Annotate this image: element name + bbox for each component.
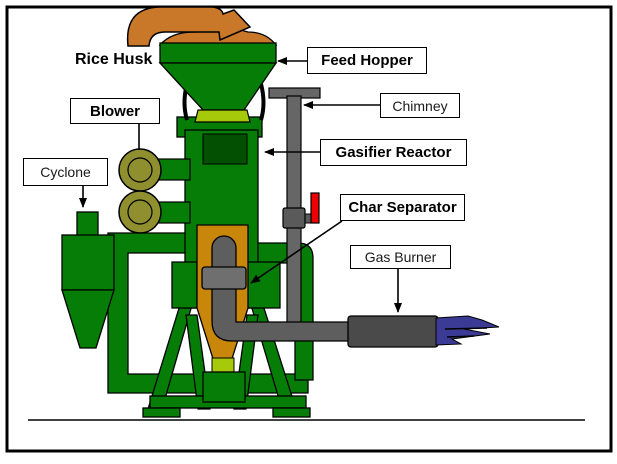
reactor-feed-chute xyxy=(202,133,248,165)
cyclone-cone xyxy=(61,289,115,349)
feed-flow-arrow-icon xyxy=(126,6,252,47)
valve-body xyxy=(282,207,306,229)
stand-foot-left xyxy=(142,407,181,418)
blower-bottom-inlet xyxy=(127,199,153,225)
blower-label: Blower xyxy=(70,98,160,124)
flame-streak-1 xyxy=(444,327,488,330)
cyclone-body xyxy=(61,234,115,291)
chimney-label: Chimney xyxy=(380,93,460,118)
char-separator-pointer xyxy=(250,220,343,284)
hopper-funnel xyxy=(158,62,278,111)
char-separator-label: Char Separator xyxy=(340,194,465,221)
gasifier-reactor-label: Gasifier Reactor xyxy=(320,139,467,166)
blower-top-inlet xyxy=(127,157,153,183)
feed-hopper-label: Feed Hopper xyxy=(307,47,427,74)
skirt-panel-right xyxy=(246,261,281,309)
pointer-lines xyxy=(79,57,402,313)
flame-icon xyxy=(435,315,500,346)
valve-handle-red xyxy=(310,192,320,224)
blower-bottom xyxy=(118,190,191,234)
stand-foot-right xyxy=(272,407,311,418)
gas-burner-label: Gas Burner xyxy=(350,245,451,269)
flame-streak-2 xyxy=(446,335,475,338)
hopper-rim xyxy=(159,42,277,64)
blower-bottom-housing xyxy=(118,190,162,234)
char-separator-flange xyxy=(201,266,247,290)
gas-burner-body xyxy=(347,315,439,348)
ash-box xyxy=(202,371,246,403)
cyclone-label: Cyclone xyxy=(23,158,108,186)
cyclone-neck xyxy=(76,211,99,239)
blower-top xyxy=(118,148,191,192)
hopper-collar xyxy=(194,109,251,123)
skirt-panel-left xyxy=(171,261,198,309)
flame-shape xyxy=(435,315,500,346)
frame-border xyxy=(5,5,613,453)
hopper-brace-right xyxy=(259,83,266,121)
rice-husk-label: Rice Husk xyxy=(75,51,153,68)
blower-top-housing xyxy=(118,148,162,192)
